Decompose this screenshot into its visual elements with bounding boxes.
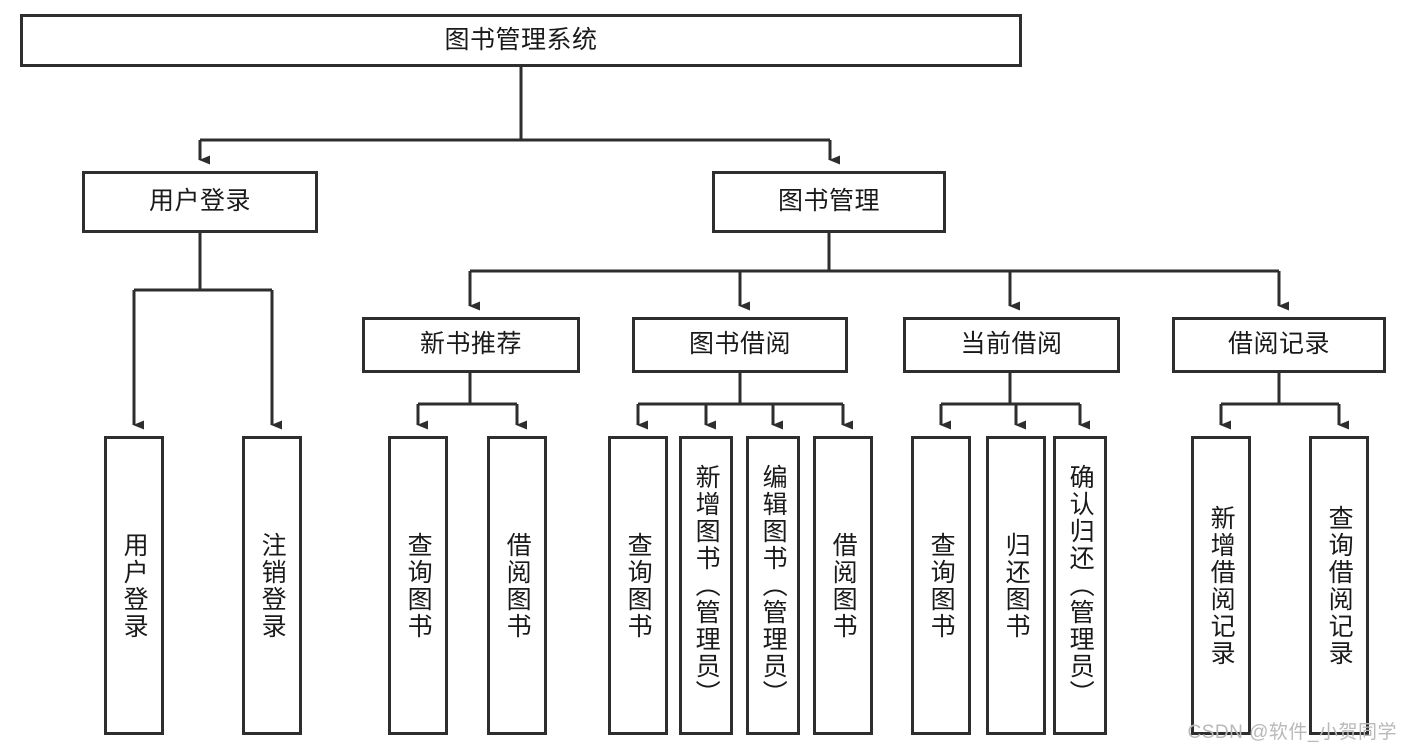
node-leaf-borrow-book-recommend[interactable]: 借阅图书 — [487, 436, 547, 735]
node-book-borrow[interactable]: 图书借阅 — [632, 317, 848, 373]
node-book-borrow-label: 图书借阅 — [688, 330, 791, 359]
node-leaf-add-book-label: 新增图书（管理员） — [692, 464, 721, 707]
node-leaf-query-book-current-label: 查询图书 — [927, 531, 956, 640]
node-new-book-recommend[interactable]: 新书推荐 — [362, 317, 580, 373]
node-leaf-add-borrow-record-label: 新增借阅记录 — [1207, 504, 1236, 667]
node-leaf-user-login-label: 用户登录 — [120, 531, 149, 640]
node-leaf-edit-book-label: 编辑图书（管理员） — [759, 464, 788, 707]
node-root[interactable]: 图书管理系统 — [20, 14, 1022, 67]
node-leaf-add-book[interactable]: 新增图书（管理员） — [679, 436, 733, 735]
node-current-borrow-label: 当前借阅 — [960, 330, 1063, 359]
node-leaf-borrow-book-label: 借阅图书 — [829, 531, 858, 640]
node-borrow-record-label: 借阅记录 — [1227, 330, 1330, 359]
node-root-label: 图书管理系统 — [444, 25, 598, 54]
node-user-login-label: 用户登录 — [148, 187, 251, 216]
node-leaf-query-book-borrow[interactable]: 查询图书 — [608, 436, 668, 735]
watermark: CSDN @软件_小贺同学 — [1187, 722, 1397, 743]
node-leaf-borrow-book[interactable]: 借阅图书 — [813, 436, 873, 735]
node-leaf-query-book-current[interactable]: 查询图书 — [911, 436, 971, 735]
node-leaf-edit-book[interactable]: 编辑图书（管理员） — [746, 436, 800, 735]
node-book-manage-label: 图书管理 — [777, 187, 880, 216]
node-leaf-query-borrow-record-label: 查询借阅记录 — [1325, 504, 1354, 667]
node-leaf-confirm-return-label: 确认归还（管理员） — [1066, 464, 1095, 707]
node-leaf-logout[interactable]: 注销登录 — [242, 436, 302, 735]
node-user-login[interactable]: 用户登录 — [82, 171, 318, 233]
node-book-manage[interactable]: 图书管理 — [712, 171, 946, 233]
node-leaf-query-borrow-record[interactable]: 查询借阅记录 — [1309, 436, 1369, 735]
node-leaf-query-book-recommend-label: 查询图书 — [404, 531, 433, 640]
node-leaf-return-book-label: 归还图书 — [1002, 531, 1031, 640]
node-leaf-logout-label: 注销登录 — [258, 531, 287, 640]
node-leaf-return-book[interactable]: 归还图书 — [986, 436, 1046, 735]
node-leaf-query-book-borrow-label: 查询图书 — [624, 531, 653, 640]
node-borrow-record[interactable]: 借阅记录 — [1172, 317, 1386, 373]
node-leaf-confirm-return[interactable]: 确认归还（管理员） — [1053, 436, 1107, 735]
node-current-borrow[interactable]: 当前借阅 — [903, 317, 1120, 373]
node-leaf-borrow-book-recommend-label: 借阅图书 — [503, 531, 532, 640]
node-leaf-user-login[interactable]: 用户登录 — [104, 436, 164, 735]
node-new-book-recommend-label: 新书推荐 — [419, 330, 522, 359]
node-leaf-add-borrow-record[interactable]: 新增借阅记录 — [1191, 436, 1251, 735]
node-leaf-query-book-recommend[interactable]: 查询图书 — [388, 436, 448, 735]
